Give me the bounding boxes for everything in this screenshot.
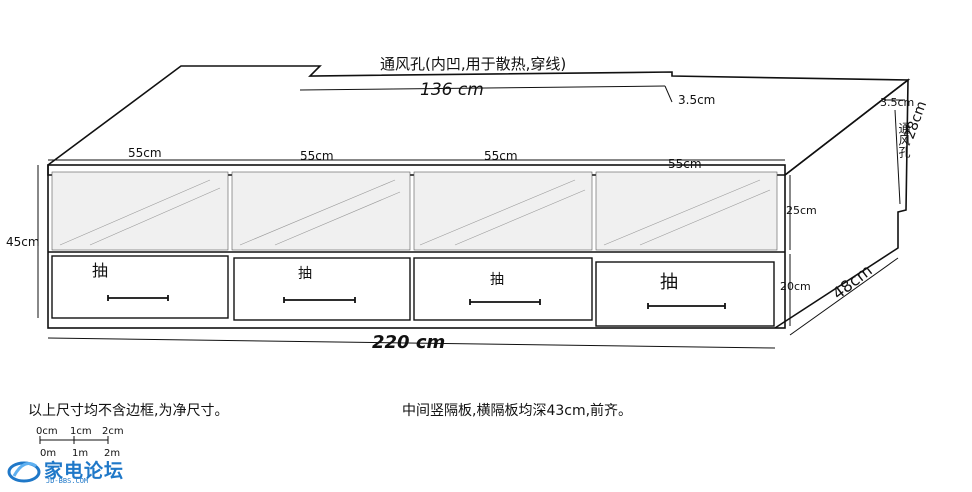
scale-alt-label-2: 2m — [104, 448, 120, 459]
partition-note: 中间竖隔板,横隔板均深43cm,前齐。 — [402, 403, 633, 419]
watermark-swoosh-icon — [7, 461, 41, 483]
bay-width-3: 55cm — [484, 149, 518, 163]
bay-width-2: 55cm — [300, 149, 334, 163]
scale-label-2: 2cm — [102, 426, 124, 437]
bay-width-4: 55cm — [668, 157, 702, 171]
depth-label: 48cm — [829, 261, 876, 304]
watermark-sub: JD-BBS.COM — [46, 477, 89, 485]
drawer-label-1: 抽 — [92, 261, 108, 280]
shelf-height: 25cm — [786, 204, 817, 217]
net-size-note: 以上尺寸均不含边框,为净尺寸。 — [28, 403, 229, 419]
total-height: 45cm — [6, 235, 40, 249]
dimension-lines — [37, 85, 905, 349]
scale-label-1: 1cm — [70, 426, 92, 437]
top-vent-depth: 3.5cm — [678, 93, 715, 107]
scale-alt-label-1: 1m — [72, 448, 88, 459]
side-vent-label: 通风孔 — [897, 122, 911, 158]
scale-bar — [39, 436, 109, 444]
top-vent-width: 136 cm — [420, 80, 484, 100]
scale-label-0: 0cm — [36, 426, 58, 437]
drawer-height: 20cm — [780, 280, 811, 293]
drawer-label-2: 抽 — [298, 266, 312, 282]
watermark-logo: 家电论坛 JD-BBS.COM — [6, 454, 156, 488]
bay-width-1: 55cm — [128, 146, 162, 160]
drawer-fronts — [51, 255, 775, 327]
total-width: 220 cm — [372, 332, 445, 353]
drawer-label-4: 抽 — [660, 272, 678, 293]
top-vent-label: 通风孔(内凹,用于散热,穿线) — [380, 55, 566, 73]
front-frame — [47, 164, 786, 329]
watermark-text: 家电论坛 — [44, 460, 125, 482]
scale-alt-label-0: 0m — [40, 448, 56, 459]
shelf-interiors — [51, 171, 778, 251]
side-vent-depth: 3.5cm — [880, 96, 914, 109]
side-panel-outline — [774, 78, 909, 329]
drawer-label-3: 抽 — [490, 272, 504, 288]
drawer-handles — [107, 295, 726, 309]
